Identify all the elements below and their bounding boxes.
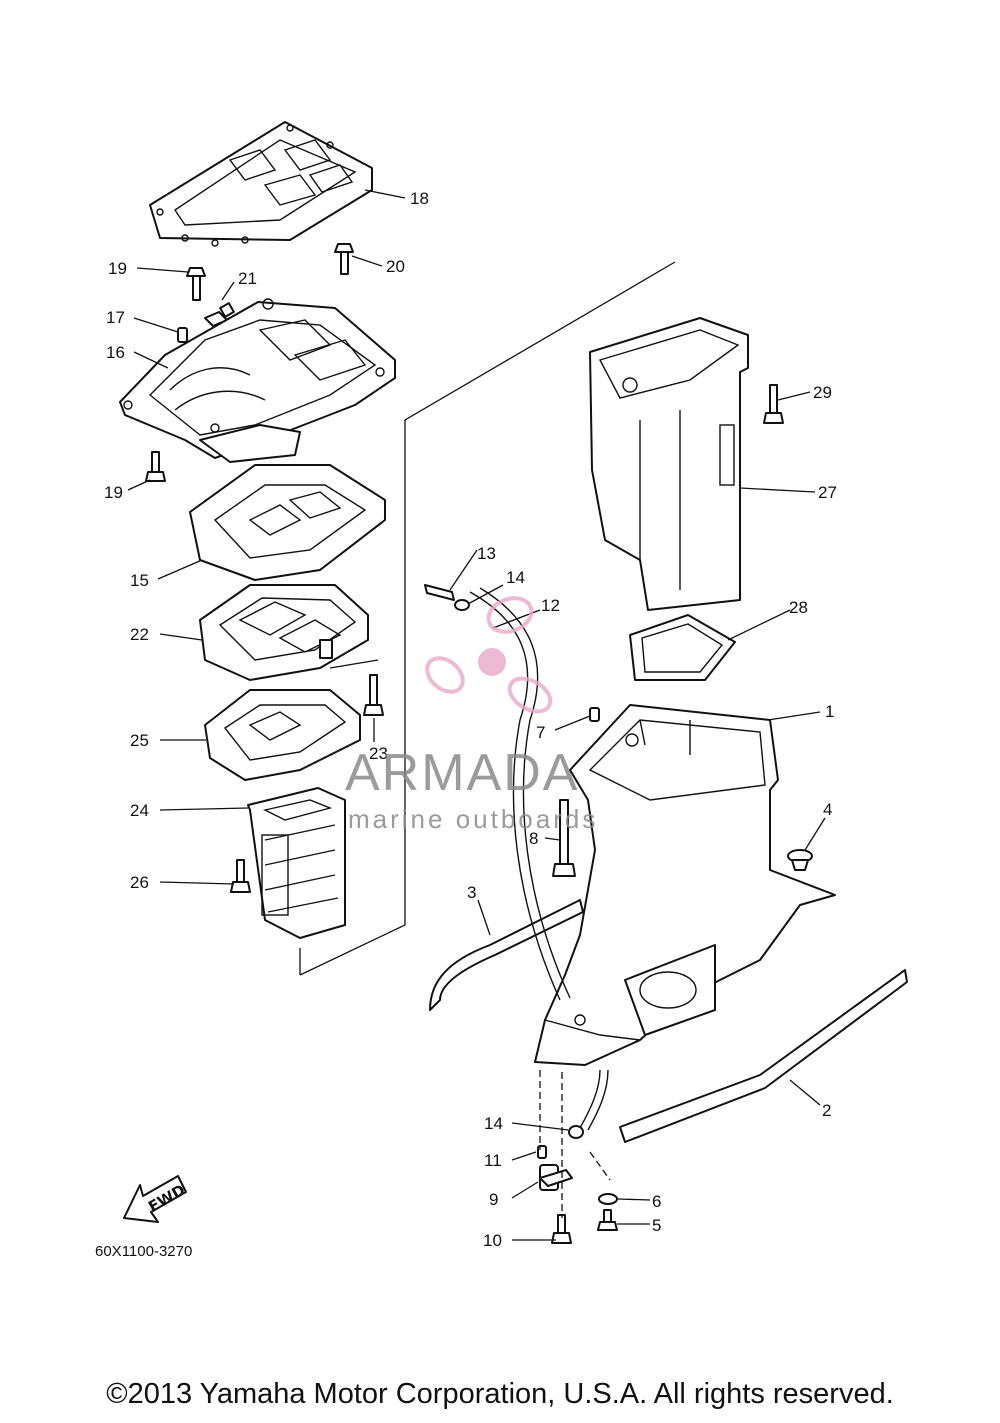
bolt-20 [334, 243, 354, 275]
callout-29: 29 [813, 383, 832, 402]
callout-9: 9 [489, 1190, 498, 1209]
exhaust-guide-24 [247, 787, 346, 939]
clamp-14-bottom [568, 1125, 584, 1139]
callout-23: 23 [369, 744, 388, 763]
clamp-14-top [454, 599, 470, 611]
washer-6 [598, 1193, 618, 1205]
bolt-8 [552, 799, 576, 877]
armada-logo-icon [425, 596, 553, 714]
callout-8: 8 [529, 829, 538, 848]
callout-1: 1 [825, 702, 834, 721]
joint-13 [424, 584, 455, 601]
callout-17: 17 [106, 308, 125, 327]
callout-5: 5 [652, 1216, 661, 1235]
callout-25: 25 [130, 731, 149, 750]
callout-20: 20 [386, 257, 405, 276]
seal-strip-2 [619, 969, 908, 1143]
callout-16: 16 [106, 343, 125, 362]
watermark-tagline: marine outboards [348, 804, 598, 834]
callout-27: 27 [818, 483, 837, 502]
pin-11 [537, 1145, 547, 1159]
dowel-pin-17 [177, 327, 188, 343]
joint-9 [539, 1164, 573, 1191]
upper-casing-16 [119, 298, 396, 463]
copyright-notice: ©2013 Yamaha Motor Corporation, U.S.A. A… [106, 1378, 894, 1410]
callout-2: 2 [822, 1101, 831, 1120]
callout-15: 15 [130, 571, 149, 590]
gasket-25 [204, 689, 361, 781]
callout-22: 22 [130, 625, 149, 644]
callout-14-top: 14 [506, 568, 525, 587]
callout-21: 21 [238, 269, 257, 288]
fwd-arrow-icon: FWD [123, 1175, 188, 1223]
dowel-pin-7 [589, 707, 600, 722]
fitting-21 [204, 302, 235, 327]
bolt-19-bottom [145, 451, 166, 482]
callout-26: 26 [130, 873, 149, 892]
bolt-29 [763, 384, 784, 424]
oil-pan-27 [589, 317, 749, 611]
callout-19-top: 19 [108, 259, 127, 278]
callout-19-bottom: 19 [104, 483, 123, 502]
callout-7: 7 [536, 723, 545, 742]
drawing-code: 60X1100-3270 [95, 1243, 192, 1260]
bolt-26 [230, 859, 251, 893]
bolt-10 [551, 1214, 572, 1244]
gasket-18 [149, 121, 373, 247]
callout-28: 28 [789, 598, 808, 617]
callout-labels: 18 19 20 21 17 16 19 15 22 23 25 24 26 2… [104, 189, 837, 1250]
callout-3: 3 [467, 883, 476, 902]
seal-28 [629, 614, 736, 681]
callout-18: 18 [410, 189, 429, 208]
plate-22 [199, 584, 369, 681]
gasket-15 [189, 464, 386, 581]
callout-6: 6 [652, 1192, 661, 1211]
bolt-23 [363, 674, 384, 716]
grommet-4 [787, 849, 813, 871]
bolt-5 [597, 1209, 618, 1231]
callout-12: 12 [541, 596, 560, 615]
callout-11: 11 [484, 1151, 502, 1170]
seal-strip-3 [429, 899, 584, 1011]
upper-case-1 [534, 704, 836, 1066]
callout-24: 24 [130, 801, 149, 820]
callout-4: 4 [823, 800, 832, 819]
watermark-brand: ARMADA [345, 744, 579, 802]
callout-13: 13 [477, 544, 496, 563]
callout-10: 10 [483, 1231, 502, 1250]
bolt-19-top [186, 267, 206, 301]
callout-14-bottom: 14 [484, 1114, 503, 1133]
